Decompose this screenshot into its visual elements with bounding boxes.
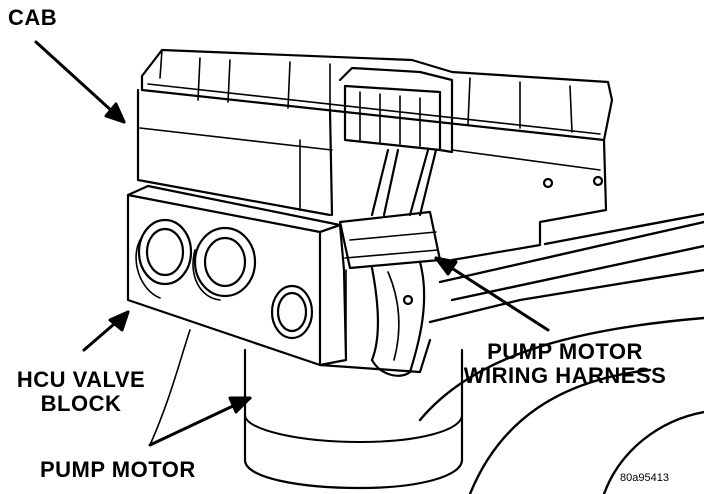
hcu-arrow	[82, 310, 130, 352]
hcu-valve-block	[126, 184, 432, 374]
cab-arrow	[34, 40, 126, 124]
pump-motor-wiring-harness-label: PUMP MOTOR WIRING HARNESS	[444, 340, 686, 388]
hcu-valve-block-label: HCU VALVE BLOCK	[6, 368, 156, 416]
cab-housing	[136, 48, 614, 262]
harness-label-line2: WIRING HARNESS	[463, 363, 667, 388]
harness-label-line1: PUMP MOTOR	[487, 339, 643, 364]
pump-motor-arrow	[148, 329, 252, 447]
valve-block-ports	[135, 218, 314, 340]
hcu-label-line2: BLOCK	[40, 391, 122, 416]
wiring-harness	[338, 148, 442, 377]
harness-arrow	[434, 256, 550, 332]
frame-rail-lines	[418, 212, 704, 494]
leader-arrows	[34, 40, 550, 447]
hcu-label-line1: HCU VALVE	[16, 367, 146, 392]
pump-motor-body	[243, 348, 464, 490]
pump-motor-label: PUMP MOTOR	[40, 457, 196, 482]
cab-label: CAB	[8, 5, 58, 30]
figure-id: 80a95413	[620, 472, 669, 484]
